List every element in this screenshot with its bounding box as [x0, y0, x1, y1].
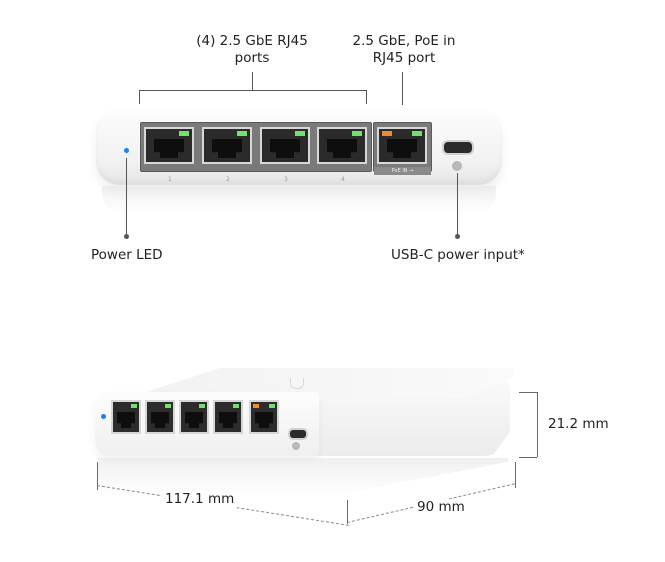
- port-jack: [151, 412, 169, 428]
- port-number-1: 1: [168, 176, 172, 183]
- iso-rj45-port-3: [179, 400, 209, 434]
- dimension-height: 21.2 mm: [548, 416, 609, 432]
- iso-rj45-port-2: [145, 400, 175, 434]
- port-link-led: [233, 404, 239, 408]
- rj45-bracket-right: [366, 90, 367, 104]
- port-number-2: 2: [226, 176, 230, 183]
- rj45-port-4: [317, 127, 367, 164]
- callout-poe-port-line2: RJ45 port: [372, 50, 436, 66]
- power-symbol-icon: [452, 161, 462, 171]
- dimension-width: 117.1 mm: [162, 491, 238, 508]
- port-jack: [185, 412, 203, 428]
- port-link-led: [412, 131, 422, 136]
- width-dim-corner-tick: [347, 500, 348, 524]
- width-dim-left-tick: [97, 462, 98, 490]
- port-jack: [255, 412, 273, 428]
- callout-rj45-ports-line2: ports: [234, 50, 270, 66]
- iso-rj45-port-1: [111, 400, 141, 434]
- callout-poe-port-line1: 2.5 GbE, PoE in: [352, 33, 456, 49]
- port-link-led: [352, 131, 362, 136]
- port-jack: [212, 139, 242, 158]
- rj45-port-1: [144, 127, 194, 164]
- port-link-led: [165, 404, 171, 408]
- port-jack: [327, 139, 357, 158]
- power-led-callout-line: [126, 158, 127, 234]
- power-led-callout-dot: [124, 234, 129, 239]
- port-link-led: [295, 131, 305, 136]
- port-link-led: [269, 404, 275, 408]
- port-poe-led: [382, 131, 392, 136]
- port-link-led: [131, 404, 137, 408]
- poe-in-tag: PoE IN →: [374, 167, 431, 175]
- poe-callout-line: [402, 72, 403, 105]
- port-jack: [387, 139, 417, 158]
- power-led-indicator: [124, 148, 129, 153]
- ubiquiti-logo-icon: [290, 378, 304, 389]
- port-link-led: [199, 404, 205, 408]
- poe-rj45-port: [377, 127, 427, 164]
- port-poe-led: [253, 404, 259, 408]
- port-number-3: 3: [284, 176, 288, 183]
- iso-power-symbol-icon: [292, 442, 300, 450]
- iso-rj45-port-4: [213, 400, 243, 434]
- usbc-port: [442, 140, 474, 155]
- rj45-bracket-left: [139, 90, 140, 104]
- rj45-port-3: [260, 127, 310, 164]
- port-number-4: 4: [341, 176, 345, 183]
- callout-rj45-ports-line1: (4) 2.5 GbE RJ45: [196, 33, 308, 49]
- usbc-callout-line: [457, 173, 458, 235]
- rj45-bracket-stem: [252, 72, 253, 90]
- dimension-depth: 90 mm: [414, 499, 468, 516]
- callout-usbc-power: USB-C power input*: [391, 247, 525, 263]
- port-jack: [154, 139, 184, 158]
- iso-port-row: [111, 400, 285, 440]
- port-jack: [270, 139, 300, 158]
- usbc-callout-dot: [455, 234, 460, 239]
- poe-port-block: PoE IN →: [373, 122, 432, 175]
- port-jack: [219, 412, 237, 428]
- height-dim-vertical: [537, 392, 538, 457]
- port-link-led: [179, 131, 189, 136]
- height-dim-bottom-tick: [519, 457, 537, 458]
- height-dim-top-tick: [519, 392, 537, 393]
- port-jack: [117, 412, 135, 428]
- iso-poe-port: [249, 400, 279, 434]
- switch-iso-reflection: [98, 458, 508, 498]
- switch-front-reflection: [102, 186, 496, 214]
- iso-power-led-indicator: [101, 414, 106, 419]
- depth-dim-right-tick: [515, 462, 516, 488]
- rj45-port-2: [202, 127, 252, 164]
- rj45-port-block: 1 2 3 4: [140, 122, 372, 183]
- callout-power-led: Power LED: [91, 247, 163, 263]
- rj45-bracket-bar: [139, 90, 367, 91]
- switch-front-body: 1 2 3 4 PoE IN →: [96, 109, 502, 185]
- iso-usbc-port: [288, 428, 308, 440]
- port-link-led: [237, 131, 247, 136]
